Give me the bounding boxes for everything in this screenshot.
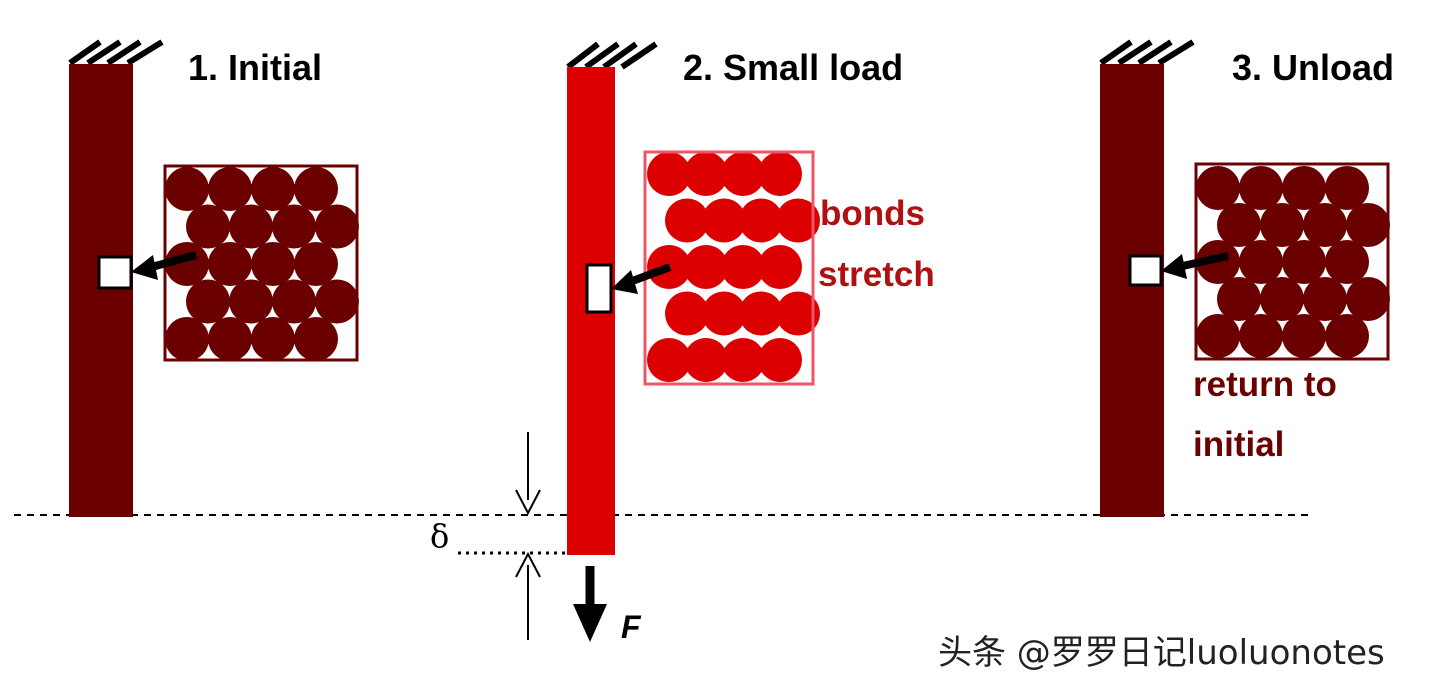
note-bonds: bonds [820,194,925,233]
atom [1239,240,1283,284]
wall-hatch-2 [566,41,658,70]
atom [647,152,691,196]
note-return-to: return to [1193,365,1337,404]
atom [739,198,783,243]
atom [1260,277,1304,321]
atom-lattice-initial [165,167,359,361]
atom [315,204,359,249]
atom [1346,203,1390,247]
atom [758,152,802,196]
atom [165,167,209,211]
atom [1282,166,1326,210]
panel-2-title: 2. Small load [683,47,904,88]
bar-initial [69,64,133,517]
atom [1282,240,1326,284]
atom [758,245,802,289]
note-initial: initial [1193,425,1285,464]
atom [1325,166,1369,210]
watermark: 头条 @罗罗日记luoluonotes [938,633,1385,673]
atom [272,204,316,249]
atom [647,338,691,382]
atom [665,198,709,243]
panel-small-load [515,41,820,642]
panel-unload [1099,39,1390,517]
zoom-marker-unloaded [1128,254,1163,287]
force-arrow [573,566,607,642]
atom [251,167,295,211]
atom [186,204,230,249]
zoom-marker-loaded [585,263,613,314]
atom [1325,240,1369,284]
atom [776,291,820,336]
atom [208,317,252,361]
atom [1217,203,1261,247]
atom [684,245,728,289]
atom [1346,277,1390,321]
atom [758,338,802,382]
atom-lattice-loaded [647,152,820,382]
atom [1239,166,1283,210]
atom [294,317,338,361]
zoom-arrow-initial [131,251,198,280]
atom [721,338,765,382]
atom [1260,203,1304,247]
atom [702,291,746,336]
atom [1196,166,1240,210]
atom [721,245,765,289]
atom [186,279,230,324]
atom [776,198,820,243]
atom [165,242,209,286]
wall-hatch-1 [68,39,164,66]
atom [229,204,273,249]
atom [684,338,728,382]
panel-initial [68,39,359,517]
wall-hatch-3 [1099,39,1195,66]
atom [739,291,783,336]
bar-unloaded [1100,64,1164,517]
atom [272,279,316,324]
panel-1-title: 1. Initial [188,47,323,88]
delta-symbol: δ [430,517,450,555]
atom [165,317,209,361]
atom [702,198,746,243]
delta-top-arrow [515,432,541,516]
atom [251,242,295,286]
zoom-arrow-unloaded [1161,252,1229,279]
atom [229,279,273,324]
atom [251,317,295,361]
atom [1303,203,1347,247]
atom-lattice-unloaded [1196,166,1390,358]
atom [1217,277,1261,321]
zoom-arrow-loaded [611,263,672,294]
atom [721,152,765,196]
atom [684,152,728,196]
delta-bottom-arrow [515,551,541,640]
atom [1303,277,1347,321]
atom [208,242,252,286]
note-stretch: stretch [818,255,935,294]
atom [208,167,252,211]
atom [1282,314,1326,358]
atom [315,279,359,324]
atom [1325,314,1369,358]
atom [1239,314,1283,358]
atom [665,291,709,336]
force-symbol: F [621,609,641,645]
atom [294,242,338,286]
atom [294,167,338,211]
atom [1196,314,1240,358]
lattice-frame-loaded [643,150,815,386]
zoom-marker-initial [97,255,133,290]
panel-3-title: 3. Unload [1232,47,1395,88]
